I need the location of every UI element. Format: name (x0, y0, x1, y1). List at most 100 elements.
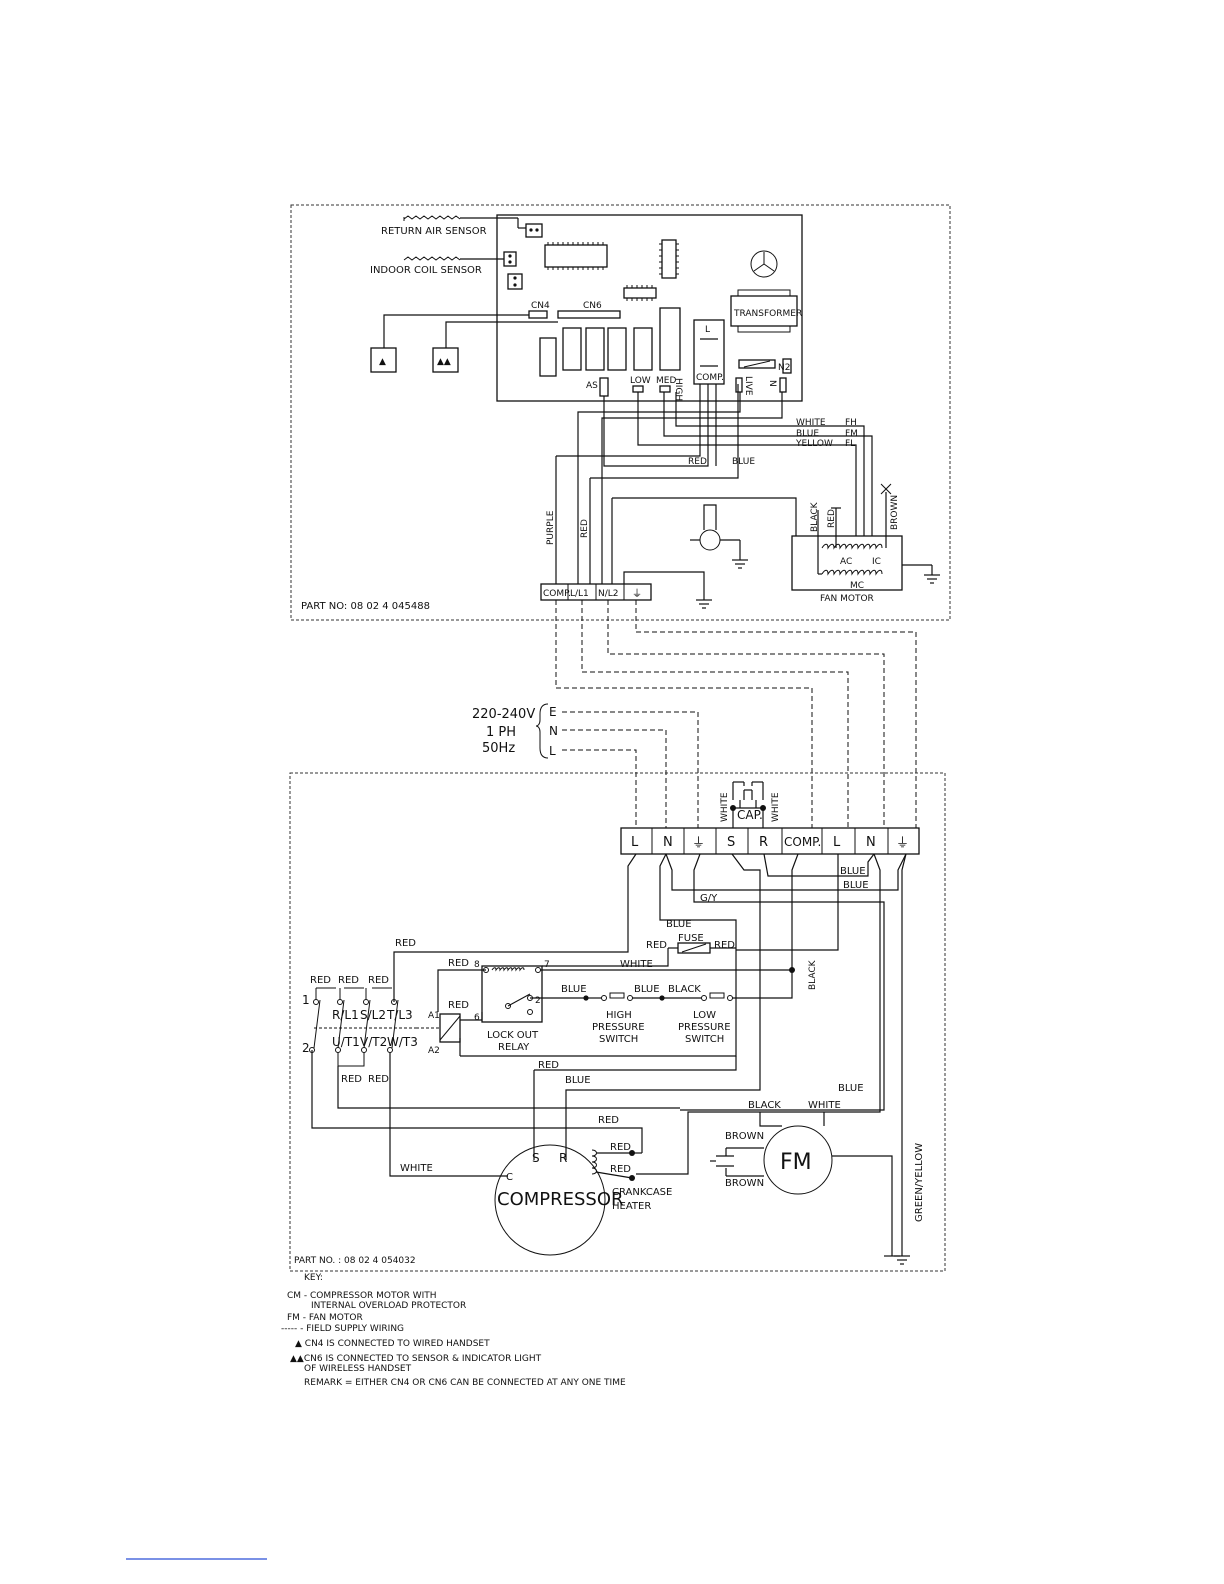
low-label-out: LOW (693, 1010, 716, 1021)
cap-white-right: WHITE (771, 792, 781, 822)
supply-phase: 1 PH (486, 725, 516, 740)
transformer (730, 295, 798, 327)
wireless-handset-box (432, 347, 459, 373)
gy-label: G/Y (700, 893, 718, 904)
black-fm-label: BLACK (748, 1100, 781, 1111)
key-title: KEY: (304, 1273, 323, 1283)
blue2-label: BLUE (843, 880, 869, 891)
purple-label: PURPLE (546, 510, 556, 545)
mc-label: MC (850, 581, 864, 591)
relay-comp-label: COMP. (696, 373, 724, 383)
key-legend: KEY: CM - COMPRESSOR MOTOR WITH INTERNAL… (281, 1273, 626, 1388)
compressor-c: C (506, 1172, 513, 1183)
red-s-label: RED (538, 1060, 559, 1071)
key-remark: REMARK = EITHER CN4 OR CN6 CAN BE CONNEC… (304, 1378, 626, 1388)
indoor-coil-sensor-label: INDOOR COIL SENSOR (370, 265, 482, 276)
out-terminal-r: R (759, 835, 768, 850)
contactor-t-l3: T/L3 (386, 1008, 413, 1022)
compressor: S R C COMPRESSOR (494, 1144, 643, 1256)
indoor-coil-sensor: INDOOR COIL SENSOR (370, 251, 523, 290)
cap-white-left: WHITE (720, 792, 730, 822)
live-label: LIVE (743, 376, 753, 396)
white-fm-label: WHITE (808, 1100, 841, 1111)
brown-motor-label: BROWN (890, 495, 900, 530)
terminal-earth: ⏚ (632, 588, 642, 600)
fuse-label: FUSE (678, 933, 704, 944)
n2-label: N2 (778, 363, 790, 373)
comp-relay (693, 319, 725, 385)
compressor-label: COMPRESSOR (497, 1189, 624, 1210)
fm-label: FM (845, 429, 858, 439)
terminal-comp: COMP. (543, 589, 571, 599)
brown2-label: BROWN (725, 1178, 764, 1189)
out-terminal-l2: L (833, 835, 841, 850)
green-yellow-label: GREEN/YELLOW (914, 1143, 925, 1222)
out-terminal-n: N (663, 835, 673, 850)
outdoor-fan-motor: FM (710, 1112, 893, 1256)
fh-label: FH (845, 418, 857, 428)
key-cm2: INTERNAL OVERLOAD PROTECTOR (311, 1301, 466, 1311)
contactor-num-2: 2 (302, 1041, 310, 1055)
pressure2-label: PRESSURE (678, 1022, 731, 1033)
supply-voltage: 220-240V (472, 707, 535, 722)
red-wire-label: RED (688, 457, 707, 467)
white-relay-label: WHITE (620, 959, 653, 970)
fuse-red-left: RED (646, 940, 667, 951)
pressure1-label: PRESSURE (592, 1022, 645, 1033)
red-b2-label: RED (368, 1074, 389, 1085)
cn6-label: CN6 (583, 301, 602, 311)
red-motor-label: RED (827, 509, 837, 528)
cap-label: CAP. (737, 808, 763, 822)
outdoor-capacitor: CAP. (730, 781, 766, 828)
red-l1-label: RED (310, 975, 331, 986)
transformer-label: TRANSFORMER (733, 309, 802, 319)
red-ch1-label: RED (610, 1142, 631, 1153)
red-ch-label: RED (598, 1115, 619, 1126)
red-b1-label: RED (341, 1074, 362, 1085)
relay-pin-6: 6 (474, 1013, 480, 1023)
key-cm1: CM - COMPRESSOR MOTOR WITH (287, 1291, 437, 1301)
red-vertical-label: RED (580, 519, 590, 538)
contactor-v-t2: V/T2 (360, 1035, 387, 1049)
as-label: AS (586, 381, 598, 391)
high-label-out: HIGH (606, 1010, 632, 1021)
fuse-red-right: RED (714, 940, 735, 951)
red-a1-label: RED (448, 1000, 469, 1011)
compressor-r: R (559, 1151, 567, 1165)
contactor: RED RED RED 1 R/L1 S/L2 T/L3 2 U/T1 V/T2… (302, 975, 418, 1085)
out-terminal-s: S (727, 835, 735, 850)
fuse: FUSE (542, 933, 736, 967)
indoor-terminal-block: COMP. L/L1 N/L2 ⏚ (540, 583, 652, 601)
red-ch2-label: RED (610, 1164, 631, 1175)
red-l2-label: RED (338, 975, 359, 986)
black-lp-label: BLACK (668, 984, 701, 995)
pcb-chip-3 (623, 287, 657, 299)
high-label: HIGH (673, 378, 683, 401)
supply-l: L (549, 744, 556, 758)
key-fm: FM - FAN MOTOR (287, 1313, 363, 1323)
med-label: MED (656, 376, 676, 386)
cn6-connector (557, 310, 621, 319)
key-cn4: ▲ CN4 IS CONNECTED TO WIRED HANDSET (295, 1339, 490, 1349)
relay-pin-8: 8 (474, 960, 480, 970)
out-terminal-earth2: ⏚ (896, 836, 909, 851)
supply-freq: 50Hz (482, 741, 515, 756)
wire-white-label: WHITE (796, 418, 826, 428)
contactor-w-t3: W/T3 (387, 1035, 418, 1049)
cn4-label: CN4 (531, 301, 550, 311)
red-top-label: RED (395, 938, 416, 949)
ac-label: AC (840, 557, 852, 567)
blue-s-label: BLUE (565, 1075, 591, 1086)
switch2-label: SWITCH (685, 1034, 724, 1045)
wired-handset-box (370, 347, 397, 373)
blue-hp-label: BLUE (561, 984, 587, 995)
relay-label: RELAY (498, 1042, 530, 1053)
indoor-capacitor (690, 504, 748, 569)
return-air-sensor-label: RETURN AIR SENSOR (381, 226, 487, 237)
brown1-label: BROWN (725, 1131, 764, 1142)
blue-hp2-label: BLUE (634, 984, 660, 995)
outdoor-part-no: PART NO. : 08 02 4 054032 (294, 1256, 416, 1266)
contactor-u-t1: U/T1 (332, 1035, 360, 1049)
pcb-chip-1 (544, 244, 608, 268)
